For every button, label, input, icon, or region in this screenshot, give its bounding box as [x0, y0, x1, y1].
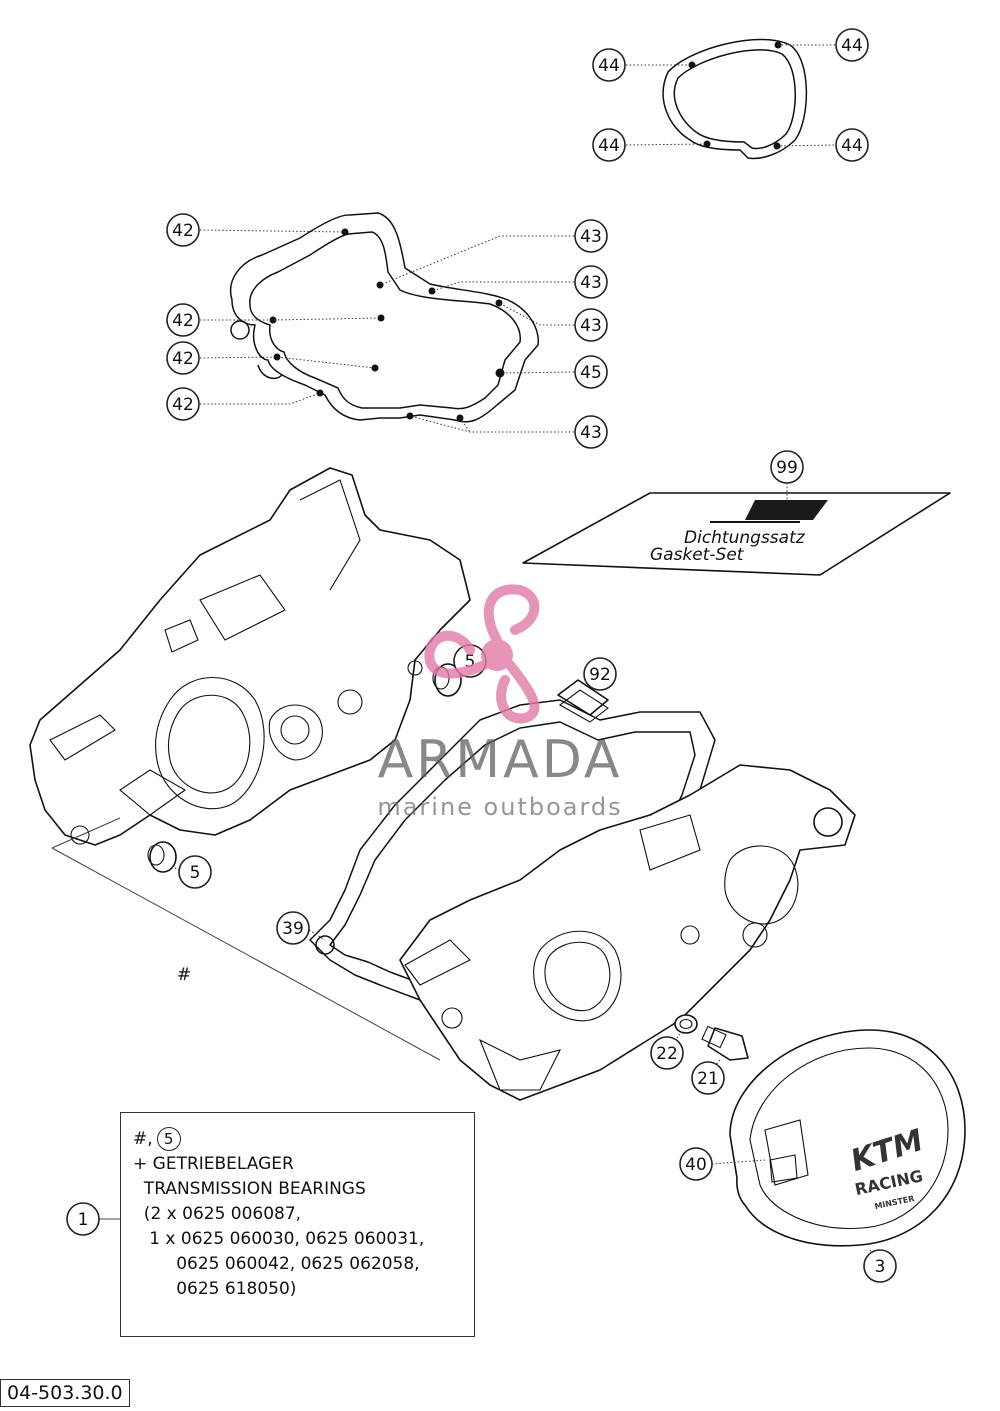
svg-text:44: 44: [841, 36, 863, 56]
callout-42-d: 42: [166, 387, 200, 421]
callout-43-a: 43: [574, 219, 608, 253]
callout-21: 21: [691, 1061, 725, 1095]
note-line-3: TRANSMISSION BEARINGS: [133, 1179, 366, 1199]
svg-text:44: 44: [598, 136, 620, 156]
svg-text:21: 21: [697, 1069, 719, 1089]
svg-text:5: 5: [465, 652, 476, 672]
callout-42-a: 42: [166, 213, 200, 247]
callout-1: 1: [66, 1202, 100, 1236]
callout-44-a: 44: [592, 48, 626, 82]
transmission-bearing-lower: [147, 841, 177, 873]
callout-42-c: 42: [166, 341, 200, 375]
hash-marker: #: [177, 965, 191, 985]
ignition-cover-gasket: [662, 38, 808, 160]
note-line-6: 0625 060042, 0625 062058,: [133, 1254, 420, 1274]
reference-code: 04-503.30.0: [0, 1379, 130, 1407]
svg-text:1: 1: [78, 1210, 89, 1230]
seal-92: [557, 679, 609, 723]
svg-text:3: 3: [875, 1257, 886, 1277]
crankcase-gasket: [229, 212, 539, 423]
o-ring-22: [674, 1014, 698, 1034]
callout-40: 40: [679, 1147, 713, 1181]
callout-3: 3: [863, 1249, 897, 1283]
svg-text:22: 22: [656, 1044, 678, 1064]
callout-44-b: 44: [835, 28, 869, 62]
svg-text:43: 43: [580, 273, 602, 293]
note-box: #,5 + GETRIEBELAGER TRANSMISSION BEARING…: [120, 1112, 475, 1337]
svg-text:5: 5: [190, 863, 201, 883]
svg-text:99: 99: [776, 458, 798, 478]
drain-screw-21: [701, 1025, 749, 1061]
note-line-4: (2 x 0625 006087,: [133, 1204, 302, 1224]
callout-22: 22: [650, 1036, 684, 1070]
note-line-2: + GETRIEBELAGER: [133, 1154, 294, 1174]
svg-text:92: 92: [589, 665, 611, 685]
svg-text:40: 40: [685, 1155, 707, 1175]
svg-text:43: 43: [580, 423, 602, 443]
callout-99: 99: [770, 450, 804, 484]
callout-44-d: 44: [835, 128, 869, 162]
svg-text:44: 44: [841, 136, 863, 156]
svg-text:43: 43: [580, 227, 602, 247]
callout-45: 45: [574, 355, 608, 389]
gasket-pack-label-1: Dichtungssatz: [684, 528, 806, 548]
svg-text:42: 42: [172, 395, 194, 415]
callout-43-c: 43: [574, 308, 608, 342]
svg-text:42: 42: [172, 311, 194, 331]
armada-propeller-logo: [424, 584, 540, 724]
callout-5-lower: 5: [178, 855, 212, 889]
gasket-set-pack: [522, 492, 951, 576]
left-crankcase-half: [29, 467, 471, 846]
right-crankcase-half: [399, 764, 856, 1101]
ignition-cover: [729, 1029, 966, 1247]
note-hash: #,: [133, 1129, 153, 1149]
callout-42-b: 42: [166, 303, 200, 337]
svg-text:42: 42: [172, 349, 194, 369]
svg-text:42: 42: [172, 221, 194, 241]
callout-39: 39: [276, 911, 310, 945]
note-line-1: #,5: [133, 1127, 474, 1152]
note-line-7: 0625 618050): [133, 1279, 297, 1299]
callout-44-c: 44: [592, 128, 626, 162]
callout-43-d: 43: [574, 415, 608, 449]
svg-text:45: 45: [580, 363, 602, 383]
note-circle-5: 5: [156, 1127, 181, 1151]
svg-text:44: 44: [598, 56, 620, 76]
note-line-5: 1 x 0625 060030, 0625 060031,: [133, 1229, 425, 1249]
svg-text:39: 39: [282, 919, 304, 939]
callout-43-b: 43: [574, 265, 608, 299]
gasket-pack-label-2: Gasket-Set: [650, 545, 745, 565]
svg-text:43: 43: [580, 316, 602, 336]
callout-92: 92: [583, 657, 617, 691]
